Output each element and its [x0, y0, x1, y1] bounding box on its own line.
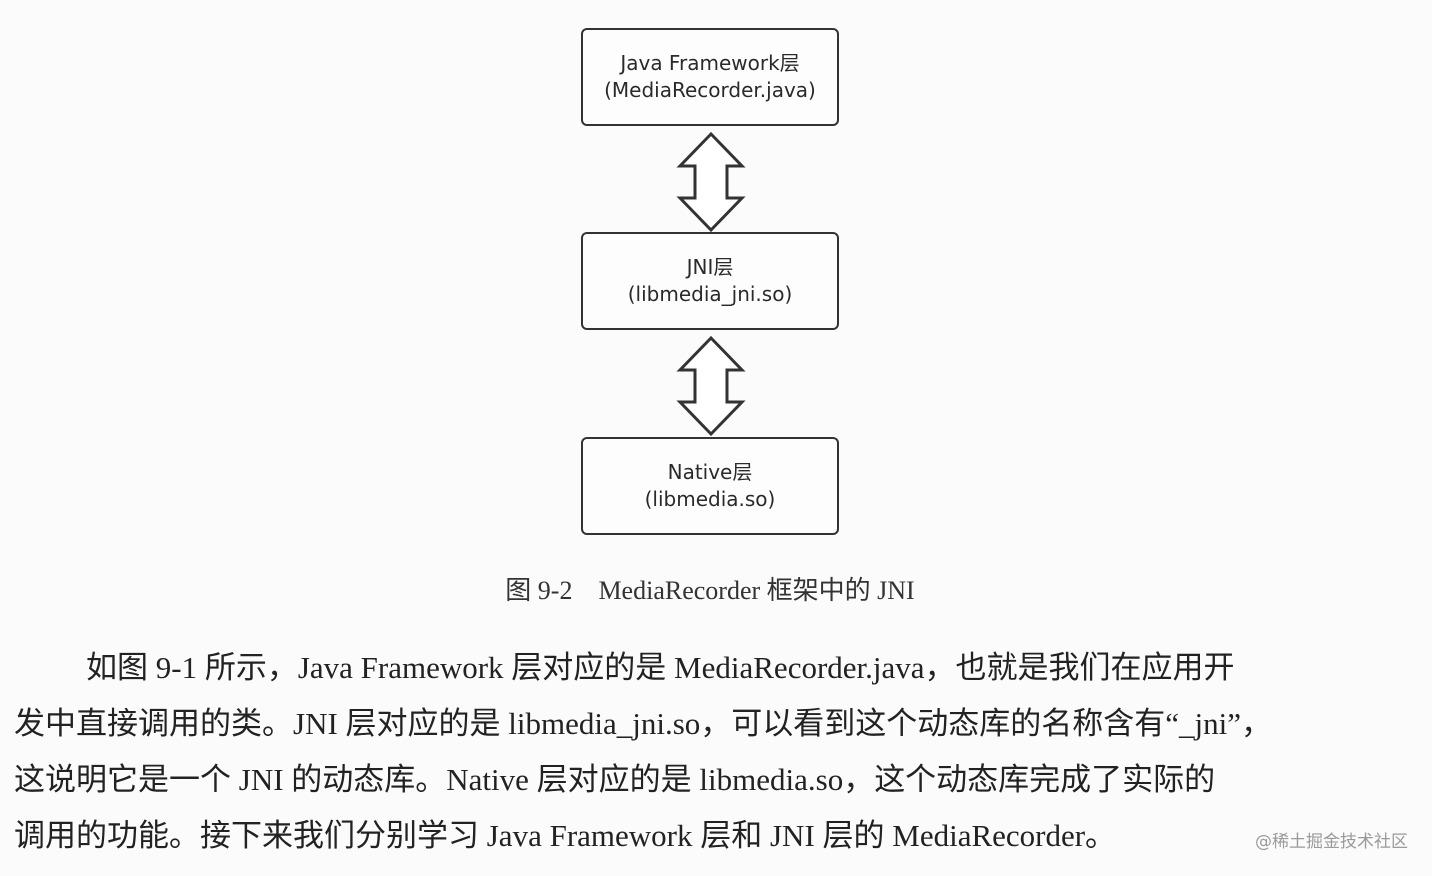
paragraph-line: 如图 9-1 所示，Java Framework 层对应的是 MediaReco… — [86, 650, 1235, 685]
native-layer-box: Native层 (libmedia.so) — [581, 437, 839, 535]
watermark: @稀土掘金技术社区 — [1255, 832, 1408, 852]
native-layer-name: Native层 — [667, 460, 753, 484]
double-arrow-icon — [676, 335, 746, 437]
jni-layer-box: JNI层 (libmedia_jni.so) — [581, 232, 839, 330]
java-framework-layer-detail: (MediaRecorder.java) — [604, 78, 816, 102]
jni-layer-detail: (libmedia_jni.so) — [627, 282, 793, 306]
java-framework-layer-name: Java Framework层 — [620, 51, 800, 75]
double-arrow-icon — [676, 131, 746, 233]
paragraph-line: 这说明它是一个 JNI 的动态库。Native 层对应的是 libmedia.s… — [14, 762, 1216, 797]
figure-caption: 图 9-2 MediaRecorder 框架中的 JNI — [505, 576, 915, 605]
jni-layer-name: JNI层 — [686, 255, 734, 279]
java-framework-layer-box: Java Framework层 (MediaRecorder.java) — [581, 28, 839, 126]
paragraph-line: 发中直接调用的类。JNI 层对应的是 libmedia_jni.so，可以看到这… — [14, 706, 1273, 741]
paragraph-line: 调用的功能。接下来我们分别学习 Java Framework 层和 JNI 层的… — [14, 818, 1117, 853]
native-layer-detail: (libmedia.so) — [644, 487, 776, 511]
